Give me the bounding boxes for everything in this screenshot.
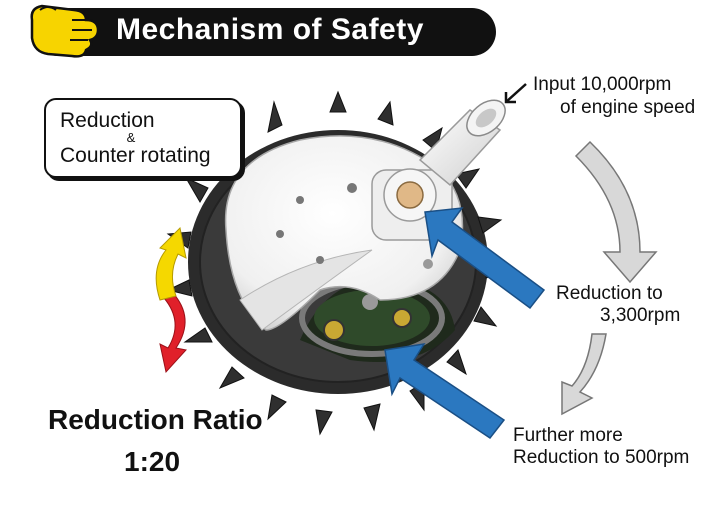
reduction-ratio-value: 1:20 bbox=[124, 446, 181, 477]
callout-line-reduction: Reduction bbox=[60, 109, 155, 132]
counter-rotation-arrows-icon bbox=[155, 226, 187, 374]
flow-arrow-icon bbox=[574, 140, 658, 284]
input-speed-label: Input 10,000rpm bbox=[533, 74, 672, 95]
drive-shaft-tube bbox=[418, 99, 506, 187]
callout-line-counter-rotating: Counter rotating bbox=[60, 144, 211, 167]
page-title: Mechanism of Safety bbox=[116, 13, 424, 46]
pointer-arrow-icon bbox=[504, 83, 527, 104]
flow-arrow-icon bbox=[561, 333, 607, 416]
first-reduction-value: 3,300rpm bbox=[600, 305, 681, 326]
input-speed-sublabel: of engine speed bbox=[560, 97, 696, 118]
blue-pointer-arrow-upper bbox=[424, 207, 546, 310]
reduction-callout-box: Reduction & Counter rotating bbox=[44, 98, 242, 178]
first-reduction-label: Reduction to bbox=[556, 283, 663, 304]
second-reduction-label: Further more bbox=[513, 425, 623, 446]
callout-ampersand: & bbox=[126, 130, 136, 145]
title-bar bbox=[34, 8, 496, 56]
second-reduction-value: Reduction to 500rpm bbox=[513, 447, 690, 468]
pointing-hand-icon bbox=[30, 4, 100, 58]
blue-pointer-arrow-lower bbox=[384, 343, 506, 440]
reduction-ratio-label: Reduction Ratio bbox=[48, 404, 263, 435]
